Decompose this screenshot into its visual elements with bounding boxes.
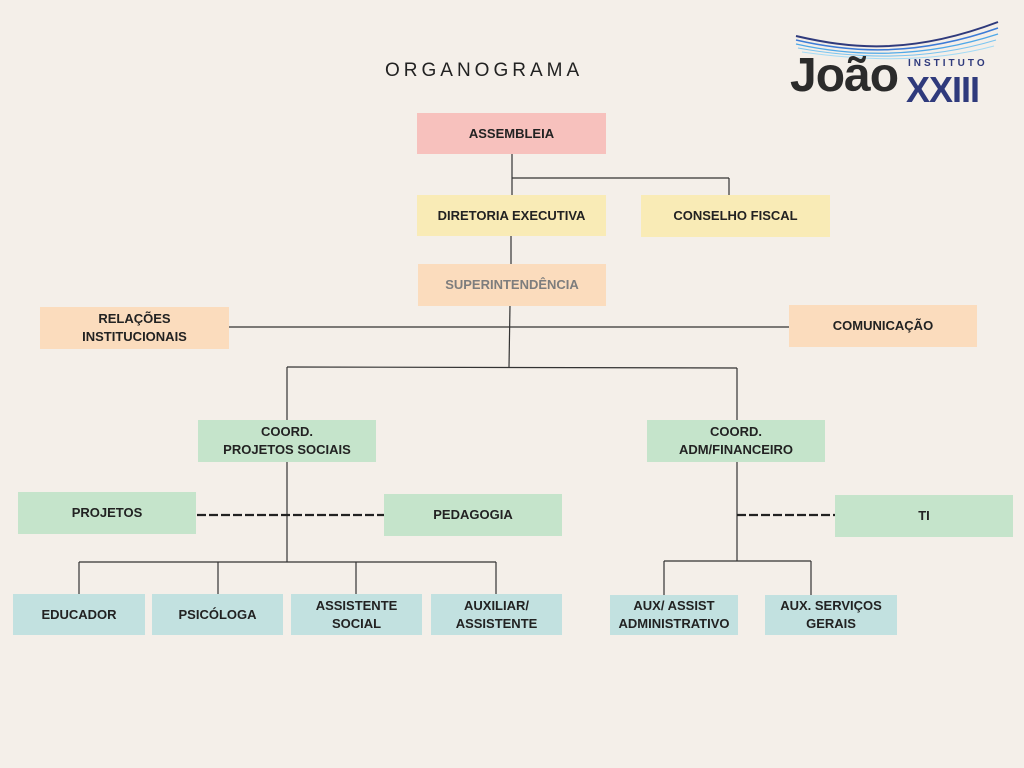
logo-number: XXIII — [906, 69, 980, 110]
node-pedagogia: PEDAGOGIA — [384, 494, 562, 536]
node-assembleia: ASSEMBLEIA — [417, 113, 606, 154]
node-projetos: PROJETOS — [18, 492, 196, 534]
node-superintendencia: SUPERINTENDÊNCIA — [418, 264, 606, 306]
institute-logo: INSTITUTO João XXIII — [788, 18, 1008, 113]
logo-name: João — [790, 49, 899, 102]
node-coord-projetos-sociais: COORD.PROJETOS SOCIAIS — [198, 420, 376, 462]
connector-line — [286, 366, 738, 369]
node-diretoria-executiva: DIRETORIA EXECUTIVA — [417, 195, 606, 236]
node-coord-adm-financeiro: COORD.ADM/FINANCEIRO — [647, 420, 825, 462]
node-auxiliar-assistente: AUXILIAR/ASSISTENTE — [431, 594, 562, 635]
node-psicologa: PSICÓLOGA — [152, 594, 283, 635]
node-educador: EDUCADOR — [13, 594, 145, 635]
page-title: ORGANOGRAMA — [385, 60, 584, 81]
node-conselho-fiscal: CONSELHO FISCAL — [641, 195, 830, 237]
node-comunicacao: COMUNICAÇÃO — [789, 305, 977, 347]
wave-icon — [795, 21, 999, 60]
connector-line — [508, 304, 511, 368]
logo-top-text: INSTITUTO — [908, 58, 988, 69]
node-ti: TI — [835, 495, 1013, 537]
